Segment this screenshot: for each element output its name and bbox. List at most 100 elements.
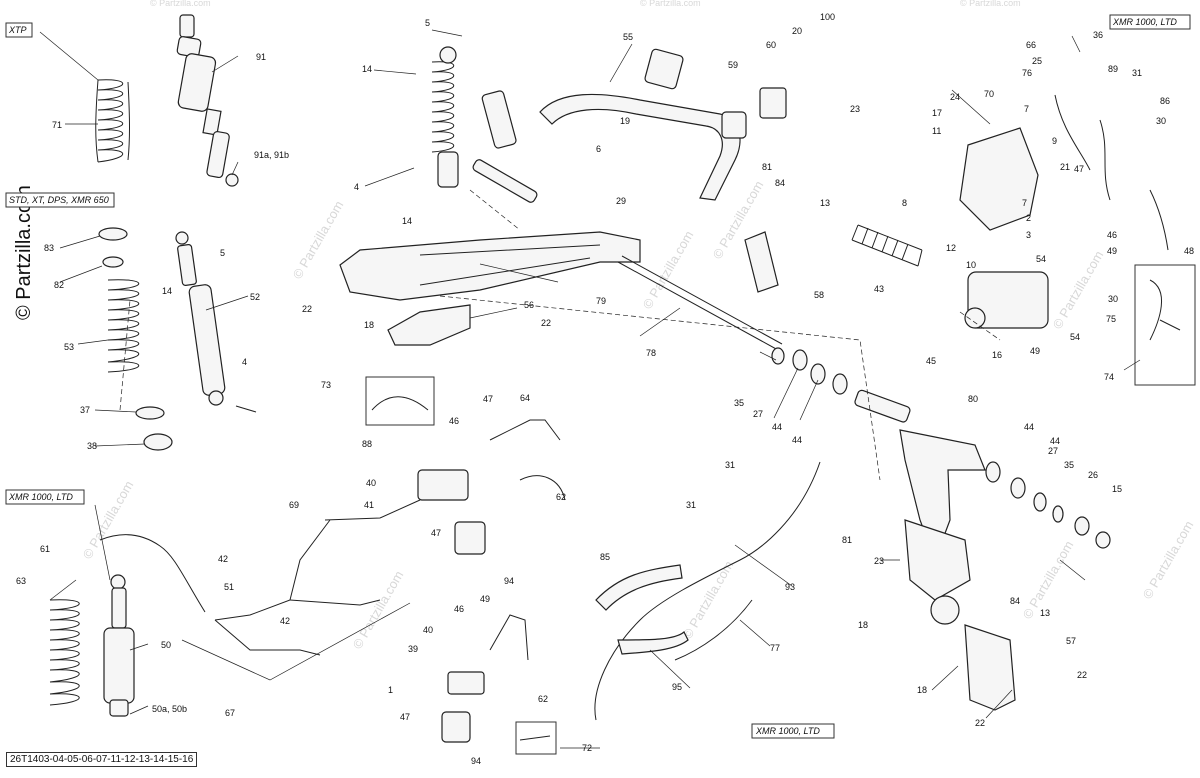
callout: 5 bbox=[220, 248, 225, 258]
callout: 36 bbox=[1093, 30, 1103, 40]
valve-block-40 bbox=[417, 469, 469, 501]
callout: 35 bbox=[1064, 460, 1074, 470]
callout: 94 bbox=[471, 756, 481, 766]
callout: 23 bbox=[850, 104, 860, 114]
variant-tag-xmr-right: XMR 1000, LTD bbox=[1109, 14, 1191, 30]
valve-block-lower bbox=[447, 671, 485, 695]
callout: 76 bbox=[1022, 68, 1032, 78]
callout: 93 bbox=[785, 582, 795, 592]
callout: 100 bbox=[820, 12, 835, 22]
a-arm-80 bbox=[899, 429, 986, 601]
callout: 55 bbox=[623, 32, 633, 42]
callout: 14 bbox=[162, 286, 172, 296]
callout: 86 bbox=[1160, 96, 1170, 106]
callout: 43 bbox=[874, 284, 884, 294]
inset-72 bbox=[515, 721, 557, 755]
callout: 47 bbox=[483, 394, 493, 404]
assembly-guides bbox=[119, 189, 1001, 481]
callout: 80 bbox=[968, 394, 978, 404]
callout: 42 bbox=[218, 554, 228, 564]
callout: 54 bbox=[1070, 332, 1080, 342]
watermark-copy: © Partzilla.com bbox=[1050, 248, 1107, 331]
callout: 27 bbox=[753, 409, 763, 419]
callout: 30 bbox=[1156, 116, 1166, 126]
callout: 77 bbox=[770, 643, 780, 653]
svg-text:XMR 1000, LTD: XMR 1000, LTD bbox=[8, 492, 73, 502]
callout: 53 bbox=[64, 342, 74, 352]
harness-right bbox=[1054, 94, 1169, 251]
callout: 78 bbox=[646, 348, 656, 358]
callout: 46 bbox=[454, 604, 464, 614]
callout: 46 bbox=[1107, 230, 1117, 240]
variant-tag-xtp: XTP bbox=[5, 22, 33, 38]
callout: 31 bbox=[1132, 68, 1142, 78]
connector-94-lower bbox=[441, 711, 471, 743]
bracket-57 bbox=[964, 624, 1016, 711]
callout: 16 bbox=[992, 350, 1002, 360]
callout: 88 bbox=[362, 439, 372, 449]
svg-text:XMR 1000, LTD: XMR 1000, LTD bbox=[755, 726, 820, 736]
bushing-59 bbox=[721, 111, 747, 139]
shock-front bbox=[431, 46, 459, 188]
callout: 62 bbox=[538, 694, 548, 704]
callout: 22 bbox=[975, 718, 985, 728]
callout: 56 bbox=[524, 300, 534, 310]
sensor-lines-64-62 bbox=[489, 419, 566, 661]
svg-text:STD, XT, DPS, XMR 650: STD, XT, DPS, XMR 650 bbox=[9, 195, 109, 205]
callout: 14 bbox=[362, 64, 372, 74]
callout: 75 bbox=[1106, 314, 1116, 324]
callout: 45 bbox=[926, 356, 936, 366]
callout: 89 bbox=[1108, 64, 1118, 74]
callout: 4 bbox=[242, 357, 247, 367]
callout: 73 bbox=[321, 380, 331, 390]
bearings bbox=[771, 347, 848, 395]
callout: 13 bbox=[820, 198, 830, 208]
spring-71 bbox=[95, 79, 130, 163]
callout: 30 bbox=[1108, 294, 1118, 304]
watermark-copy: © Partzilla.com bbox=[150, 0, 211, 8]
callout: 17 bbox=[932, 108, 942, 118]
callout: 54 bbox=[1036, 254, 1046, 264]
hoses-93-77-85-95 bbox=[594, 461, 821, 721]
callout: 67 bbox=[225, 708, 235, 718]
callout: 24 bbox=[950, 92, 960, 102]
callout: 63 bbox=[16, 576, 26, 586]
callout: 5 bbox=[425, 18, 430, 28]
callout: 41 bbox=[364, 500, 374, 510]
watermark-copy: © Partzilla.com bbox=[640, 0, 701, 8]
callout: 8 bbox=[902, 198, 907, 208]
watermark-copy: © Partzilla.com bbox=[290, 198, 347, 281]
link-bracket-top bbox=[481, 90, 517, 149]
callout: 22 bbox=[1077, 670, 1087, 680]
mounting-bracket-70 bbox=[959, 127, 1039, 231]
callout: 22 bbox=[541, 318, 551, 328]
callout: 9 bbox=[1052, 136, 1057, 146]
callout: 44 bbox=[792, 435, 802, 445]
callout: 12 bbox=[946, 243, 956, 253]
callout: 11 bbox=[932, 126, 941, 136]
variant-tag-xmr-bottom: XMR 1000, LTD bbox=[751, 723, 835, 739]
callout: 59 bbox=[728, 60, 738, 70]
spring-seat-83-82 bbox=[98, 227, 128, 268]
callout: 15 bbox=[1112, 484, 1122, 494]
callout: 31 bbox=[725, 460, 735, 470]
callout: 2 bbox=[1026, 213, 1031, 223]
callout: 31 bbox=[686, 500, 696, 510]
callout: 49 bbox=[1030, 346, 1040, 356]
callout: 95 bbox=[672, 682, 682, 692]
brand-watermark: © Partzilla.com bbox=[13, 185, 35, 320]
bracket-60 bbox=[759, 87, 787, 119]
variant-tag-std: STD, XT, DPS, XMR 650 bbox=[5, 192, 115, 208]
callout: 84 bbox=[1010, 596, 1020, 606]
shock-91 bbox=[176, 14, 239, 187]
callout: 10 bbox=[966, 260, 976, 270]
callout: 62 bbox=[556, 492, 566, 502]
callout: 85 bbox=[600, 552, 610, 562]
bearings-right bbox=[985, 461, 1111, 549]
callout: 69 bbox=[289, 500, 299, 510]
washer-37-38 bbox=[135, 406, 173, 451]
link-58 bbox=[744, 231, 779, 293]
shock-50 bbox=[99, 534, 206, 717]
callout: 49 bbox=[480, 594, 490, 604]
